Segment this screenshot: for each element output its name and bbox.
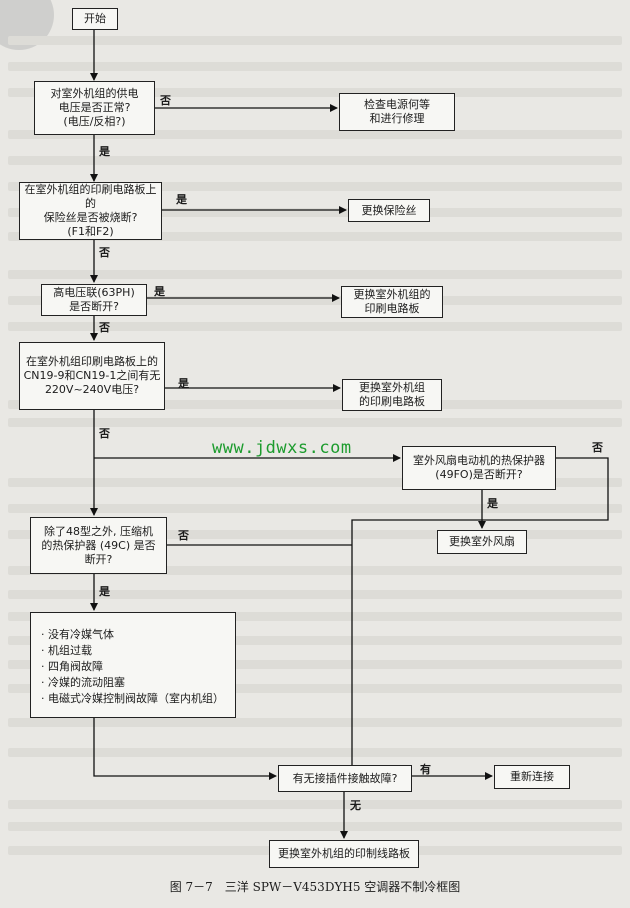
background-text-line bbox=[8, 418, 622, 427]
action-replace-pcb-final: 更换室外机组的印制线路板 bbox=[269, 840, 419, 868]
action-replace-pcb-1: 更换室外机组的 印刷电路板 bbox=[341, 286, 443, 318]
background-text-line bbox=[8, 182, 622, 191]
start-node: 开始 bbox=[72, 8, 118, 30]
action-replace-pcb-2: 更换室外机组 的印刷电路板 bbox=[342, 379, 442, 411]
background-text-line bbox=[8, 748, 622, 757]
possible-causes-list: 没有冷媒气体 机组过载 四角阀故障 冷媒的流动阻塞 电磁式冷媒控制阀故障（室内机… bbox=[30, 612, 236, 718]
cause-item: 冷媒的流动阻塞 bbox=[41, 675, 224, 691]
decision-fan-thermal: 室外风扇电动机的热保护器 (49FO)是否断开? bbox=[402, 446, 556, 490]
arrow-fan-no-path bbox=[351, 457, 609, 776]
cause-item: 机组过载 bbox=[41, 643, 224, 659]
decision-connector-fault: 有无接插件接触故障? bbox=[278, 765, 412, 792]
background-text-line bbox=[8, 232, 622, 241]
background-text-line bbox=[8, 612, 622, 621]
action-replace-fan: 更换室外风扇 bbox=[437, 530, 527, 554]
background-text-line bbox=[8, 270, 622, 279]
site-watermark: www.jdwxs.com bbox=[212, 438, 352, 458]
label-no: 否 bbox=[99, 246, 110, 259]
cause-item: 四角阀故障 bbox=[41, 659, 224, 675]
background-text-line bbox=[8, 566, 622, 575]
action-replace-fuse: 在室外机组的印刷电路板上的 保险丝是否被烧断? (F1和F2)更换保险丝 bbox=[348, 199, 430, 222]
label-yes: 是 bbox=[487, 497, 498, 510]
label-no: 否 bbox=[178, 529, 189, 542]
background-text-line bbox=[8, 62, 622, 71]
background-text-line bbox=[8, 800, 622, 809]
figure-caption: 图 7－7 三洋 SPW－V453DYH5 空调器不制冷框图 bbox=[169, 880, 461, 894]
action-check-power: 检查电源何等 和进行修理 bbox=[339, 93, 455, 131]
background-text-line bbox=[8, 156, 622, 165]
background-text-line bbox=[8, 660, 622, 669]
label-no: 否 bbox=[99, 321, 110, 334]
label-yes: 是 bbox=[99, 145, 110, 158]
label-yes: 是 bbox=[176, 193, 187, 206]
label-yes: 是 bbox=[178, 377, 189, 390]
background-text-line bbox=[8, 530, 622, 539]
label-none: 无 bbox=[350, 799, 361, 812]
background-text-line bbox=[8, 590, 622, 599]
cause-item: 没有冷媒气体 bbox=[41, 627, 224, 643]
decision-compressor-thermal: 除了48型之外, 压缩机 的热保护器 (49C) 是否 断开? bbox=[30, 517, 167, 574]
label-no: 否 bbox=[160, 94, 171, 107]
background-text-line bbox=[8, 36, 622, 45]
action-reconnect: 重新连接 bbox=[494, 765, 570, 789]
decision-cn19-voltage: 在室外机组印刷电路板上的 CN19-9和CN19-1之间有无 220V~240V… bbox=[19, 342, 165, 410]
background-text-line bbox=[8, 208, 622, 217]
label-yes: 是 bbox=[99, 585, 110, 598]
background-text-line bbox=[8, 130, 622, 139]
arrow-causes-to-connector bbox=[93, 718, 277, 780]
cause-item: 电磁式冷媒控制阀故障（室内机组） bbox=[41, 691, 224, 707]
background-text-line bbox=[8, 636, 622, 645]
background-text-line bbox=[8, 504, 622, 513]
decision-high-pressure: 高电压联(63PH) 是否断开? bbox=[41, 284, 147, 316]
background-text-line bbox=[8, 88, 622, 97]
label-no: 否 bbox=[99, 427, 110, 440]
label-no: 否 bbox=[592, 441, 603, 454]
background-text-line bbox=[8, 322, 622, 331]
background-text-line bbox=[8, 684, 622, 693]
background-text-line bbox=[8, 718, 622, 727]
background-text-line bbox=[8, 822, 622, 831]
decision-fuse-blown: 在室外机组的印刷电路板上的 保险丝是否被烧断? (F1和F2) bbox=[19, 182, 162, 240]
label-have: 有 bbox=[420, 763, 431, 776]
decision-power-supply: 对室外机组的供电 电压是否正常? (电压/反相?) bbox=[34, 81, 155, 135]
background-text-line bbox=[8, 400, 622, 409]
background-text-line bbox=[8, 296, 622, 305]
label-yes: 是 bbox=[154, 285, 165, 298]
background-text-line bbox=[8, 478, 622, 487]
